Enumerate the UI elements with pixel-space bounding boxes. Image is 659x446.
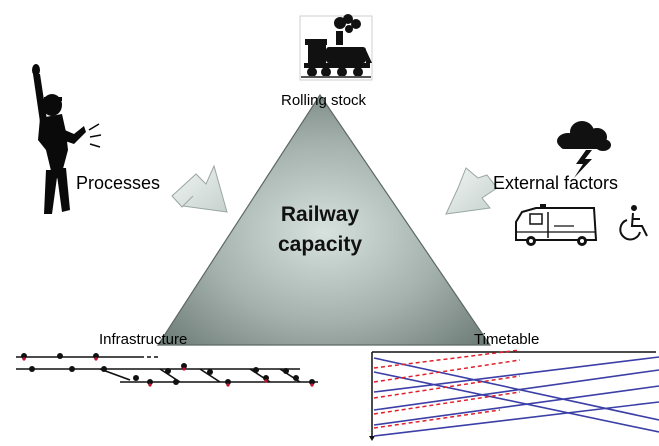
diagram-center-title: Railway capacity <box>240 200 400 260</box>
infrastructure-label: Infrastructure <box>99 331 188 348</box>
external-factors-label: External factors <box>493 173 619 193</box>
wheelchair-icon <box>619 205 648 241</box>
capacity-triangle <box>156 93 492 346</box>
rolling-stock-label: Rolling stock <box>281 92 367 109</box>
external-factors-arrow <box>445 167 498 215</box>
processes-label: Processes <box>76 173 161 193</box>
center-title-line1: Railway <box>280 203 360 226</box>
processes-arrow <box>171 164 228 213</box>
steam-locomotive-icon <box>299 14 373 81</box>
center-title-line2: capacity <box>277 233 363 256</box>
train-graph-icon <box>369 349 659 441</box>
track-layout-icon <box>16 353 318 387</box>
storm-cloud-icon <box>557 121 611 178</box>
ambulance-icon <box>515 204 598 246</box>
traffic-controller-icon <box>32 64 102 214</box>
timetable-label: Timetable <box>474 331 540 348</box>
